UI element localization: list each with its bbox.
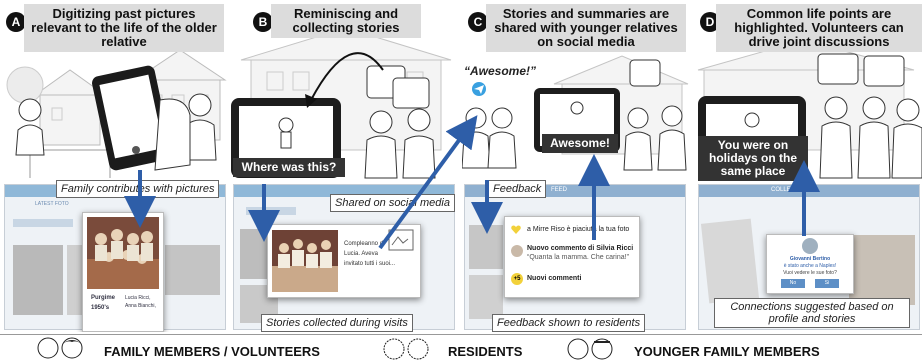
- panel-d: D Common life points are highlighted. Vo…: [694, 0, 922, 332]
- caption-family-contributes: Family contributes with pictures: [56, 180, 220, 198]
- photo-place: Purgime: [91, 295, 116, 301]
- screen-d-header: COLLEGAMENTI: [771, 187, 819, 193]
- notif-comment-text: “Quanta la mamma. Che carina!”: [527, 254, 629, 261]
- connection-name: Giovanni Bertino: [789, 256, 831, 262]
- screen-d-photo-stack: [700, 218, 760, 304]
- step-badge-b: B: [253, 12, 273, 32]
- screen-d-connection-popup: Giovanni Bertino è stato anche a Naples!…: [766, 234, 854, 294]
- sketch-card-icon: [388, 229, 414, 251]
- old-family-photo: [87, 217, 159, 289]
- connection-line-1: è stato anche a Naples!: [783, 263, 837, 269]
- step-badge-c: C: [468, 12, 488, 32]
- story-line-2: Lucia. Aveva: [344, 251, 378, 257]
- screen-a-tab: LATEST FOTO: [35, 201, 69, 207]
- story-line-1: Compleanno di: [344, 241, 385, 247]
- connection-line-2: Vuoi vedere le sue foto?: [783, 270, 837, 276]
- caption-feedback-shown: Feedback shown to residents: [492, 314, 646, 332]
- screen-b-search: [246, 207, 296, 215]
- younger-members-icon: [567, 338, 613, 360]
- panel-b-title: Reminiscing and collecting stories: [271, 4, 421, 38]
- heart-icon: [511, 225, 521, 234]
- label-awesome-tablet: Awesome!: [542, 134, 618, 153]
- screen-d-photo-right: [849, 235, 915, 305]
- connection-no-button[interactable]: No: [781, 279, 805, 288]
- photo-people-1: Lucia Ricci,: [125, 295, 151, 301]
- caption-stories-collected: Stories collected during visits: [261, 314, 413, 332]
- photo-people-2: Anna Bianchi,: [125, 303, 156, 309]
- story-photo: [272, 230, 338, 292]
- photo-date: 1950's: [91, 305, 110, 311]
- legend-family: FAMILY MEMBERS / VOLUNTEERS: [104, 344, 320, 359]
- panel-c-title: Stories and summaries are shared with yo…: [486, 4, 686, 52]
- step-badge-a: A: [6, 12, 26, 32]
- panel-a: A Digitizing past pictures relevant to t…: [0, 0, 228, 332]
- screen-c-header: FEED: [551, 187, 568, 193]
- avatar: [511, 245, 523, 257]
- screen-a-photo-thumb: [13, 245, 63, 315]
- legend: FAMILY MEMBERS / VOLUNTEERS RESIDENTS YO…: [0, 334, 922, 363]
- label-where-was-this: Where was this?: [233, 158, 345, 177]
- label-holidays: You were on holidays on the same place: [698, 136, 808, 181]
- panel-c: C Stories and summaries are shared with …: [462, 0, 690, 332]
- sketch-family-tablet: [6, 49, 227, 178]
- caption-shared-social: Shared on social media: [330, 194, 455, 212]
- screen-a-search: [13, 219, 73, 227]
- screen-b-story-popup: Compleanno di Lucia. Aveva invitato tutt…: [267, 224, 421, 298]
- screen-a-photo-thumb3: [165, 245, 220, 295]
- connection-avatar: [802, 238, 818, 254]
- quote-awesome: “Awesome!”: [464, 64, 537, 78]
- caption-connections: Connections suggested based on profile a…: [714, 298, 910, 328]
- residents-icon: [383, 338, 429, 360]
- panel-d-title: Common life points are highlighted. Volu…: [716, 4, 922, 52]
- legend-residents: RESIDENTS: [448, 344, 523, 359]
- screen-c-thumb2: [469, 275, 503, 319]
- new-comments-badge: +5: [511, 273, 523, 285]
- story-line-3: invitato tutti i suoi...: [344, 261, 396, 267]
- panel-a-title: Digitizing past pictures relevant to the…: [24, 4, 224, 52]
- caption-feedback: Feedback: [488, 180, 547, 198]
- notif-like: a Mirre Riso è piaciuta la tua foto: [527, 226, 630, 233]
- connection-yes-button[interactable]: Si: [815, 279, 839, 288]
- screen-c-notification-popup: a Mirre Riso è piaciuta la tua foto Nuov…: [504, 216, 640, 298]
- legend-younger: YOUNGER FAMILY MEMBERS: [634, 344, 820, 359]
- step-badge-d: D: [700, 12, 720, 32]
- notif-comment-title: Nuovo commento di Silvia Ricci: [527, 245, 634, 252]
- family-members-icon: [37, 337, 83, 359]
- panel-b: B Reminiscing and collecting stories Whe…: [231, 0, 459, 332]
- screen-a-photo-popup: Purgime 1950's Lucia Ricci, Anna Bianchi…: [82, 212, 164, 332]
- screen-c-thumb1: [469, 225, 503, 269]
- notif-new-comments: Nuovi commenti: [527, 275, 582, 282]
